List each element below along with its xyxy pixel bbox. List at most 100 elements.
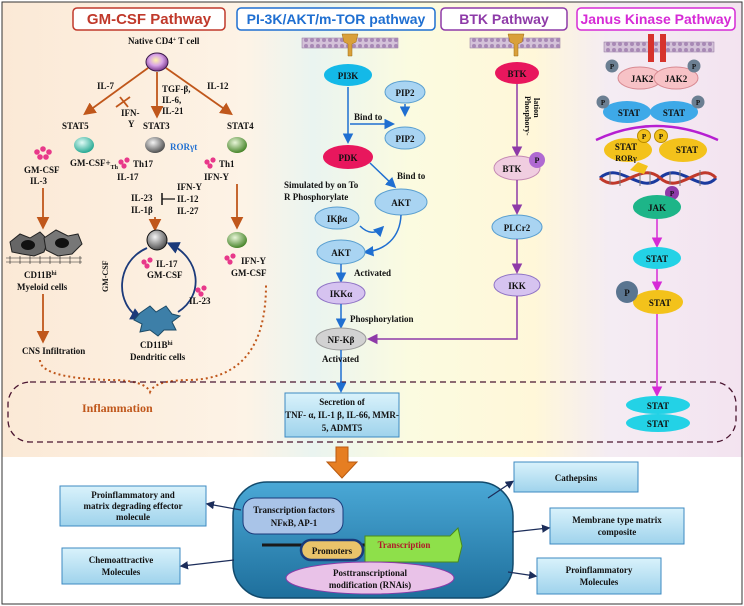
ifn-y-label: IFN- [121,108,140,118]
dna-helix-icon [598,162,718,186]
ifn-y-label-2: Y [128,119,135,129]
plcr2-label: PLCr2 [504,223,531,233]
btk-p-label: P [535,156,540,165]
jak2-a-label: JAK2 [631,74,654,84]
myeloid-cells-icon [6,229,83,264]
stat-4-label: STAT [676,145,698,155]
stat-node-8 [626,414,690,432]
header-pi3k: PI-3K/AKT/m-TOR pathway [236,7,436,31]
ikba-node [314,206,360,230]
th1-bottom-cell-icon [227,232,247,248]
pip2-node-a [384,80,426,104]
simulated-label: Simulated by on To [284,180,359,190]
header-btk-text: BTK Pathway [459,11,549,27]
pi3k-pathway: PI3K PIP2 Bind to PIP2 PDK Bind to Simul… [284,33,428,438]
stat-6-label: STAT [649,298,671,308]
down-arrow-icon [325,446,359,479]
cd11b-dendritic-label: CD11Bhi [140,340,173,350]
stat-node-2 [650,101,698,123]
header-gm-csf: GM-CSF Pathway [72,7,226,31]
secretion-line-2: TNF- α, IL-1 β, IL-66, MMR- [285,410,399,420]
phosphorylation-btk-label-2: lation [532,98,541,118]
post-line-2: modification (RNAis) [329,580,411,590]
ikk-label: IKK [508,281,526,291]
inflammation-label: Inflammation [82,401,153,415]
stat4-label: STAT4 [227,121,254,131]
header-btk: BTK Pathway [440,7,568,31]
chemo-1: Chemoattractive [89,555,153,565]
ror-yt-label: RORγt [170,142,197,152]
il17-cycle-label: IL-17 [156,259,178,269]
tf-line-2: NFκB, AP-1 [271,518,318,528]
gm-csf-th-label: GM-CSF+Th [70,158,119,171]
jak-p-label-7: P [670,190,675,198]
cathepsins-label: Cathepsins [555,473,598,483]
inh-il27-label: IL-27 [177,206,199,216]
ikka-label: IKKα [330,289,353,299]
ror-y-jak-label: RORγ [615,154,637,163]
il12-label: IL-12 [207,81,229,91]
jak-p-label-8: P [624,288,630,298]
post-line-1: Posttranscriptional [333,568,407,578]
ifny-bottom-label: IFN-Y [241,256,266,266]
phosphorylation-btk-label-1: Phosphory- [523,96,532,136]
jak-p-label-6: P [659,133,664,141]
stat-node-1 [603,101,651,123]
jak-label: JAK [648,203,666,213]
proinf-matrix-2: matrix degrading effector [84,501,183,511]
stat3-label: STAT3 [143,121,170,131]
stat-node-3 [604,138,652,162]
akt-a-label: AKT [391,198,411,208]
stat-5-label: STAT [646,254,668,264]
stat-node-6 [633,290,683,314]
cytokine-dots-th1 [204,157,216,169]
jak-pathway: JAK2 JAK2 P P STAT STAT P P STAT RORγ ST… [595,34,719,432]
stat-node-5 [633,247,681,269]
pip2-a-label: PIP2 [396,88,415,98]
phosphorylation-label: Phosphorylation [350,314,414,324]
il3-label: IL-3 [30,176,48,186]
inflammation-box [7,381,737,443]
pdk-label: PDK [339,153,358,163]
gm-csf-cycle-label: GM-CSF [147,270,183,280]
stat-node-7 [626,396,690,414]
inh-il12-label: IL-12 [177,194,199,204]
th1-cell-icon [227,137,247,153]
jak-p-label-4: P [696,99,701,107]
proinf-matrix-1: Proinflammatory and [91,490,175,500]
downstream-effects: Transcription factors NFκB, AP-1 Promote… [59,446,685,599]
gm-csf-bottom-label: GM-CSF [231,268,267,278]
jak-p-label-5: P [642,133,647,141]
tf-line-1: Transcription factors [253,505,335,515]
activated-1-label: Activated [354,268,391,278]
stat5-label: STAT5 [62,121,89,131]
nfkb-label: NF-Kβ [328,335,355,345]
nuclear-membrane [595,124,719,142]
btk-a-label: BTK [507,69,526,79]
th17-cycle-cell-icon [146,229,168,251]
jak2-b-label: JAK2 [665,74,688,84]
inh-ifny-label: IFN-Y [177,182,202,192]
header-jak: Janus Kinase Pathway [576,7,736,31]
native-cd4-label: Native CD4+ T cell [128,36,200,46]
jak-p-badge-6 [654,129,668,143]
cd11b-label: CD11Bhi [24,270,57,280]
posttranscriptional-ellipse [285,561,455,595]
th1-label: Th1 [219,159,235,169]
dendritic-cells-label: Dendritic cells [130,352,186,362]
membrane-jak [603,34,715,62]
proinflammatory-molecules-box [536,557,662,595]
membrane-2: composite [598,527,637,537]
jak-node [633,195,681,219]
jak-p-badge-1 [605,59,619,73]
th17-label: Th17 [133,159,154,169]
btk-node-a [495,62,539,84]
cns-infiltration-label: CNS Infiltration [22,346,85,356]
phosphorylate-label: R Phosphorylate [284,192,348,202]
il7-label: IL-7 [97,81,115,91]
jak-p-label-1: P [610,63,615,71]
jak-p-badge-8 [616,281,638,303]
